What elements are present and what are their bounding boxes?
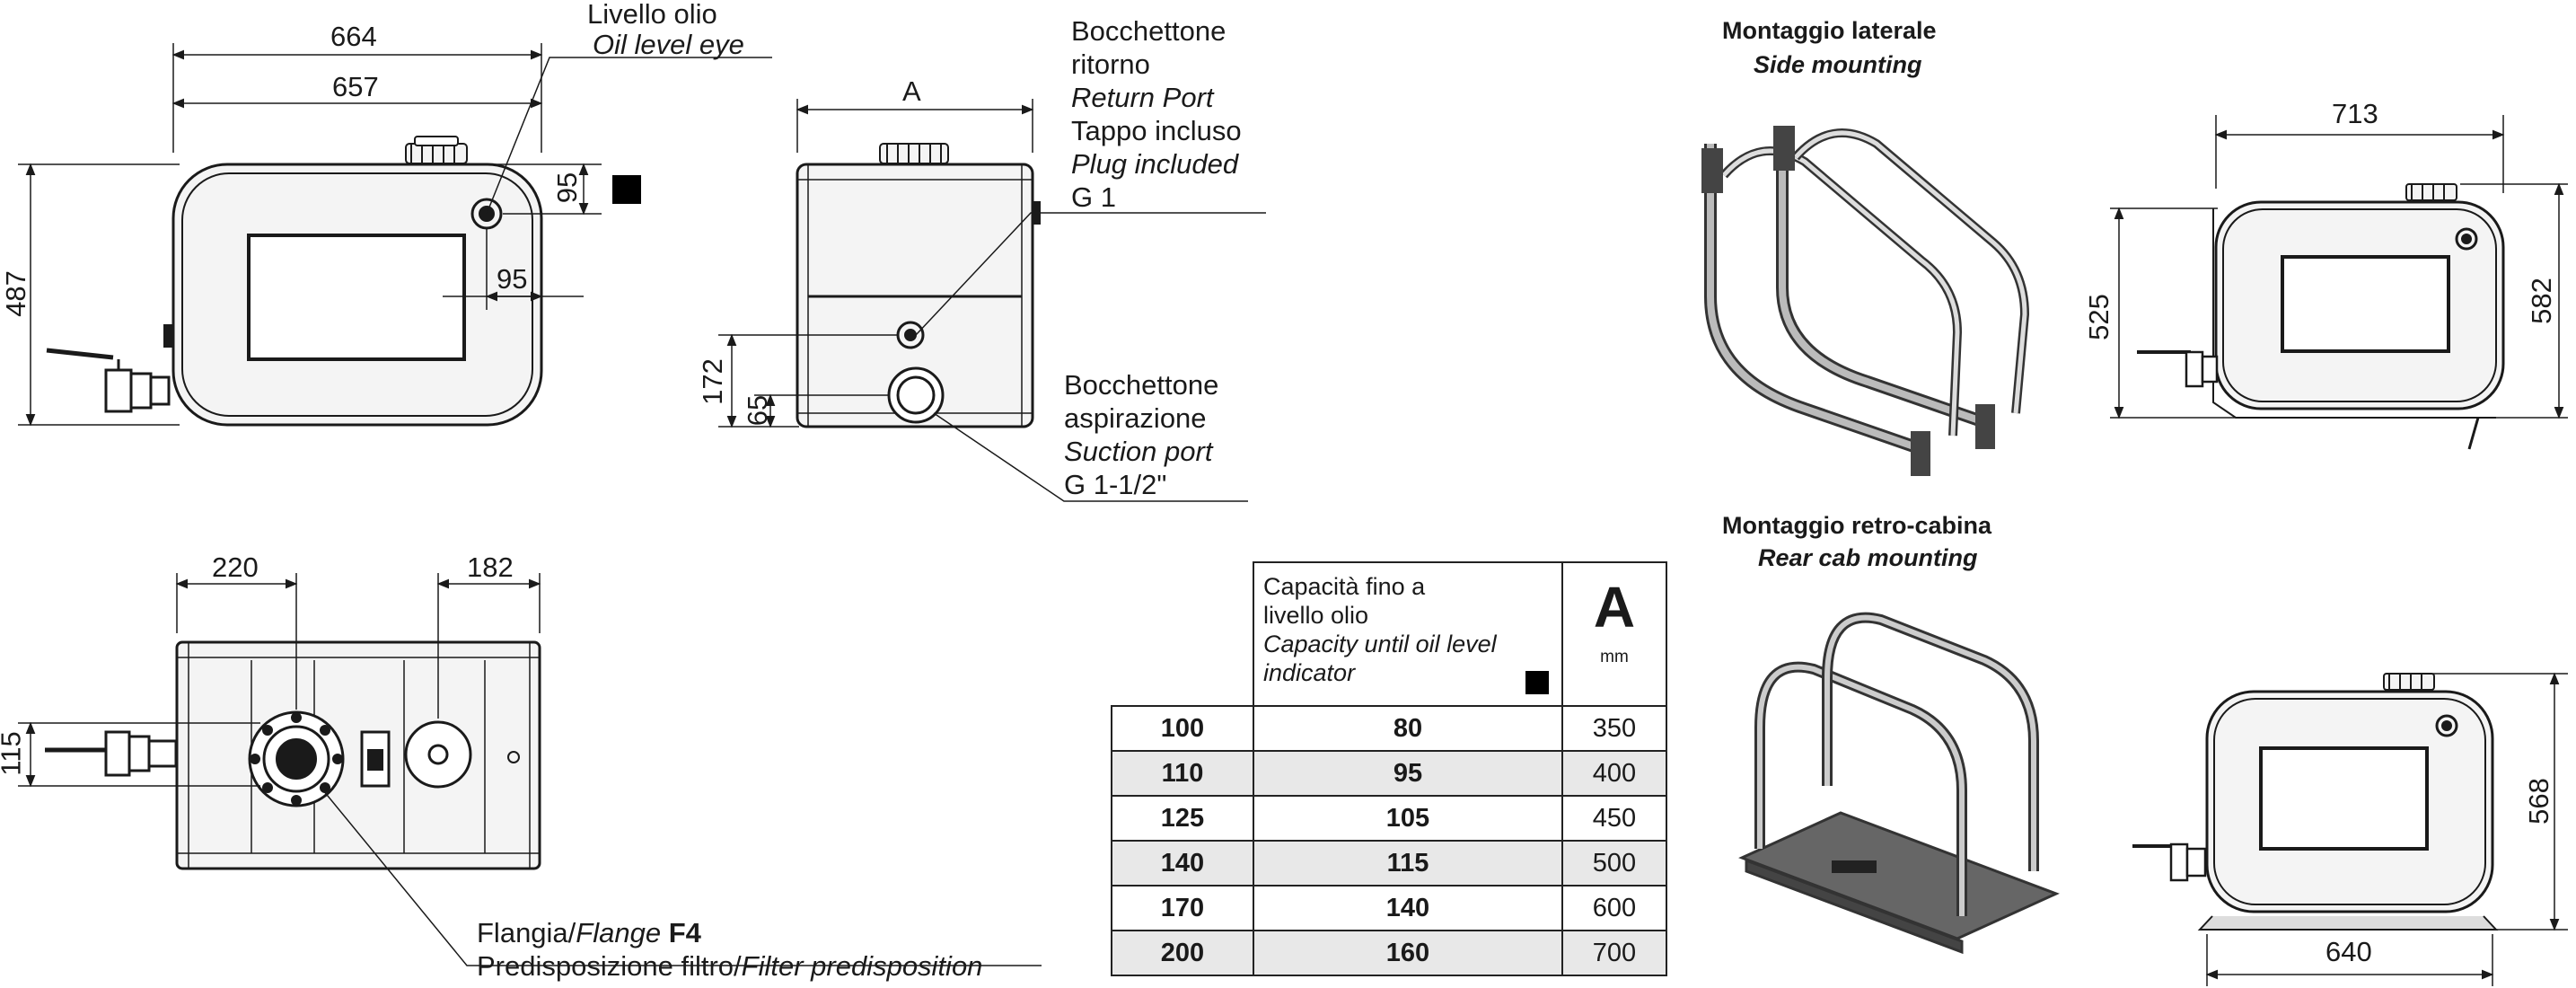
- a-header: A mm: [1561, 561, 1667, 707]
- row-capacity: 95: [1253, 750, 1563, 797]
- plug-included-it: Tappo incluso: [1071, 115, 1242, 146]
- capacity-table-header: Capacità fino a livello olio Capacity un…: [1112, 561, 1667, 707]
- return-port-it: Bocchettone: [1071, 15, 1226, 47]
- top-view: [18, 573, 1042, 966]
- row-a: 450: [1561, 795, 1667, 842]
- row-capacity: 115: [1253, 840, 1563, 887]
- leader-suction: [933, 412, 1248, 502]
- capacity-table: Capacità fino a livello olio Capacity un…: [1111, 561, 1667, 976]
- row-a: 600: [1561, 885, 1667, 931]
- side-view: [718, 99, 1266, 502]
- row-capacity: 105: [1253, 795, 1563, 842]
- capacity-header-en-1: Capacity until oil level: [1263, 631, 1497, 657]
- dim-a: A: [902, 75, 921, 107]
- marker-square-table: [1525, 671, 1549, 694]
- filter-label-it: Predisposizione filtro/: [477, 950, 742, 982]
- oil-level-label-en: Oil level eye: [593, 29, 744, 60]
- ball-valve-icon: [46, 324, 174, 413]
- rear-mount-tank-drawing: [2132, 672, 2568, 986]
- row-capacity: 140: [1253, 885, 1563, 931]
- front-view: [18, 43, 772, 427]
- suction-port-it-2: aspirazione: [1064, 402, 1207, 434]
- filler-cap-icon: [405, 136, 468, 164]
- flange-code: F4: [668, 917, 701, 948]
- tank-window: [247, 234, 466, 361]
- capacity-header-it-1: Capacità fino a: [1263, 573, 1426, 600]
- capacity-header-en-2: indicator: [1263, 659, 1356, 686]
- row-a: 350: [1561, 705, 1667, 752]
- oil-level-label-it: Livello olio: [587, 0, 717, 30]
- top-valve-icon: [45, 730, 178, 777]
- row-model: 110: [1111, 750, 1254, 797]
- row-model: 200: [1111, 930, 1254, 976]
- flange-label: Flangia/Flange F4: [477, 916, 701, 949]
- rear-mount-bracket-drawing: [1738, 612, 2060, 955]
- filter-label: Predisposizione filtro/Filter predisposi…: [477, 949, 982, 983]
- header-blank: [1112, 562, 1253, 707]
- dim-95-vertical: 95: [551, 172, 584, 204]
- dim-525: 525: [2082, 294, 2114, 340]
- side-mount-tank-drawing: [2110, 115, 2568, 450]
- a-header-letter: A: [1593, 575, 1636, 640]
- dim-568: 568: [2522, 778, 2554, 825]
- table-row: 125 105 450: [1111, 795, 1667, 842]
- filter-label-en: Filter predisposition: [741, 950, 983, 982]
- rear-mounting-title-en: Rear cab mounting: [1758, 544, 1978, 571]
- a-header-unit: mm: [1600, 648, 1629, 666]
- rear-mounting-title-it: Montaggio retro-cabina: [1722, 512, 1992, 539]
- top-filler-cap-icon: [404, 720, 472, 789]
- dim-172: 172: [696, 358, 728, 405]
- row-capacity: 80: [1253, 705, 1563, 752]
- table-row: 200 160 700: [1111, 930, 1667, 976]
- dim-182: 182: [467, 551, 514, 583]
- plug-included-en: Plug included: [1071, 148, 1239, 180]
- leader-flange: [322, 790, 1042, 966]
- small-port-icon: [507, 751, 520, 763]
- side-mounting-title-it: Montaggio laterale: [1722, 17, 1937, 44]
- dim-65: 65: [742, 394, 774, 427]
- suction-port-en: Suction port: [1064, 436, 1213, 467]
- return-port-en: Return Port: [1071, 82, 1214, 113]
- leader-oil-eye: [486, 57, 772, 215]
- dim-115: 115: [0, 731, 27, 776]
- suction-port-it: Bocchettone: [1064, 369, 1219, 401]
- capacity-header-it-2: livello olio: [1263, 602, 1369, 629]
- dim-713: 713: [2332, 98, 2378, 129]
- return-port-size: G 1: [1071, 181, 1116, 213]
- dim-664: 664: [330, 21, 377, 52]
- side-mounting-title-en: Side mounting: [1754, 51, 1922, 78]
- leader-return: [915, 212, 1266, 336]
- dim-95-horizontal: 95: [497, 263, 528, 295]
- dim-487: 487: [0, 270, 31, 317]
- side-filler-cap-icon: [879, 143, 949, 164]
- level-gauge-icon: [360, 730, 391, 788]
- dim-640: 640: [2325, 936, 2372, 967]
- row-model: 170: [1111, 885, 1254, 931]
- marker-square: [612, 175, 641, 204]
- row-a: 500: [1561, 840, 1667, 887]
- capacity-header: Capacità fino a livello olio Capacity un…: [1253, 561, 1563, 707]
- row-model: 125: [1111, 795, 1254, 842]
- dim-582: 582: [2525, 278, 2557, 324]
- dim-657: 657: [332, 71, 379, 102]
- table-row: 140 115 500: [1111, 840, 1667, 887]
- row-model: 100: [1111, 705, 1254, 752]
- flange-label-it: Flangia/: [477, 917, 576, 948]
- flange-label-en: Flange: [576, 917, 669, 948]
- table-row: 100 80 350: [1111, 705, 1667, 752]
- dim-220: 220: [212, 551, 259, 583]
- row-capacity: 160: [1253, 930, 1563, 976]
- row-model: 140: [1111, 840, 1254, 887]
- flange-f4-icon: [248, 710, 345, 807]
- side-mount-bracket-drawing: [1701, 126, 2030, 476]
- return-port-it-2: ritorno: [1071, 49, 1150, 80]
- row-a: 400: [1561, 750, 1667, 797]
- suction-port-size: G 1-1/2": [1064, 469, 1167, 500]
- row-a: 700: [1561, 930, 1667, 976]
- table-row: 170 140 600: [1111, 885, 1667, 931]
- table-row: 110 95 400: [1111, 750, 1667, 797]
